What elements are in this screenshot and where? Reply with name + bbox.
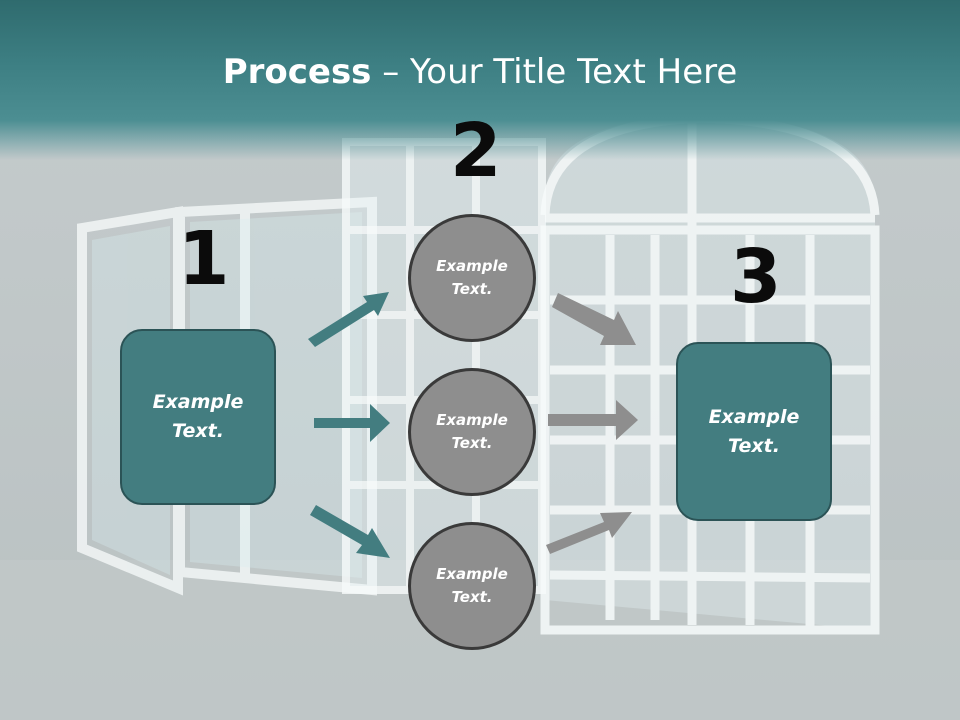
arrow-left-down[interactable] <box>310 505 390 558</box>
slide-title[interactable]: Process – Your Title Text Here <box>0 52 960 92</box>
header-band <box>0 0 960 160</box>
circle-middle-line-2: Text. <box>451 434 493 452</box>
left-box-line-2: Text. <box>172 420 224 442</box>
title-bold-text: Process <box>222 52 372 92</box>
circle-top-line-2: Text. <box>451 280 493 298</box>
right-text-box[interactable]: Example Text. <box>676 342 832 521</box>
circle-middle-line-1: Example <box>436 411 508 429</box>
circle-bottom-line-1: Example <box>436 565 508 583</box>
title-rest-text: – Your Title Text Here <box>371 52 738 92</box>
right-box-line-1: Example <box>708 405 800 428</box>
circle-middle[interactable]: Example Text. <box>408 368 536 496</box>
arrow-right-up[interactable] <box>546 512 632 554</box>
right-box-line-2: Text. <box>728 434 780 457</box>
step-number-2[interactable]: 2 <box>450 108 502 194</box>
arrow-right-down[interactable] <box>552 293 636 345</box>
left-box-line-1: Example <box>152 391 244 413</box>
left-text-box[interactable]: Example Text. <box>120 329 276 505</box>
circle-bottom-line-2: Text. <box>451 588 493 606</box>
arrow-left-up[interactable] <box>308 292 389 347</box>
circle-top[interactable]: Example Text. <box>408 214 536 342</box>
circle-bottom[interactable]: Example Text. <box>408 522 536 650</box>
step-number-3[interactable]: 3 <box>730 234 782 320</box>
circle-top-line-1: Example <box>436 257 508 275</box>
arrow-right-middle[interactable] <box>548 400 638 440</box>
arrow-left-middle[interactable] <box>314 404 390 442</box>
step-number-1[interactable]: 1 <box>178 216 230 302</box>
